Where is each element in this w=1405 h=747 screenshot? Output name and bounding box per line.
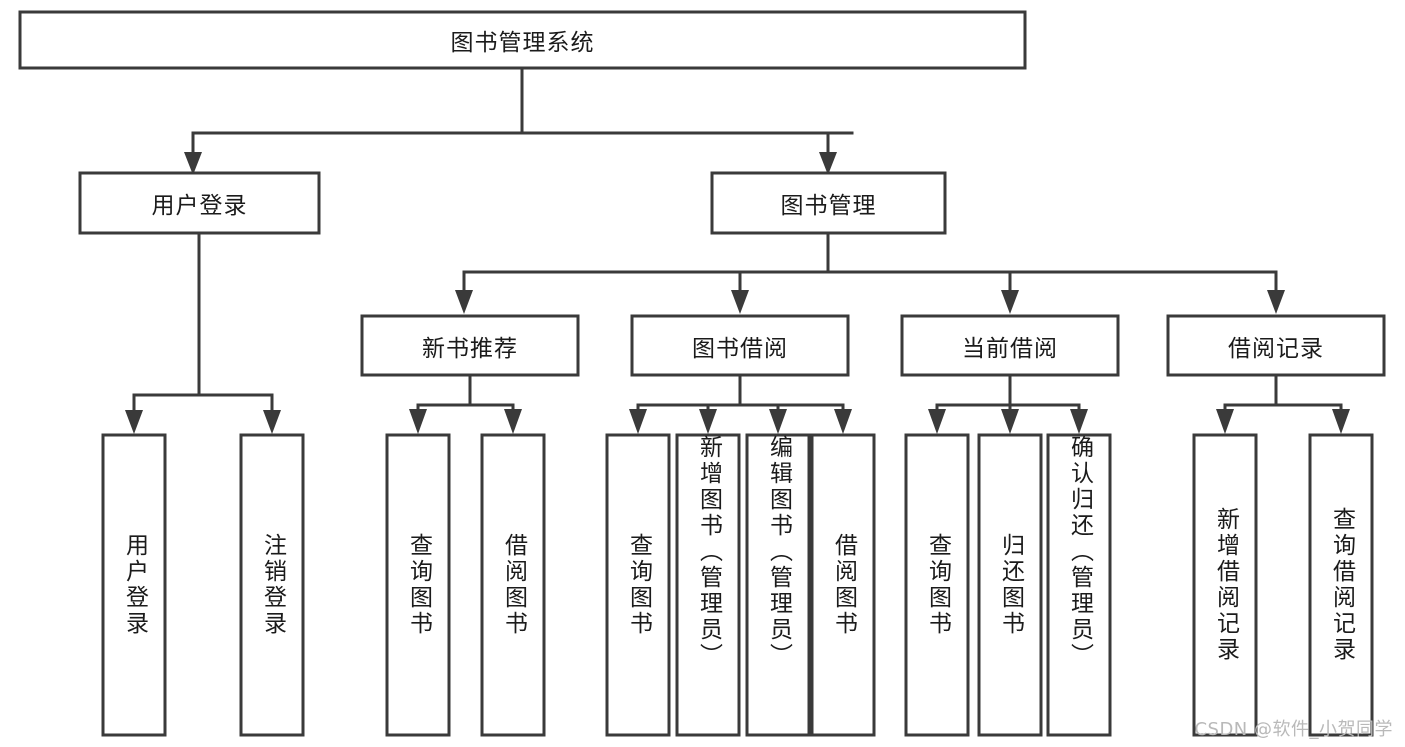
node-box-leaf-user-login[interactable] (101, 433, 167, 737)
node-box-leaf-confirm-return[interactable] (1046, 433, 1112, 737)
node-box-leaf-edit-book[interactable] (745, 433, 811, 737)
connector-userlogin-to-leaves (125, 231, 281, 434)
node-box-leaf-query-book-c[interactable] (904, 433, 970, 737)
node-box-current-borrow[interactable] (900, 314, 1120, 377)
node-box-leaf-borrow-book-b[interactable] (810, 433, 876, 737)
node-box-leaf-query-book-a[interactable] (385, 433, 451, 737)
node-box-leaf-add-record[interactable] (1192, 433, 1258, 737)
node-box-user-login[interactable] (78, 171, 321, 235)
connector-currentborrow-to-leaves (928, 373, 1088, 434)
connector-bookmgmt-to-level2 (455, 231, 1285, 314)
node-box-leaf-query-book-b[interactable] (605, 433, 671, 737)
node-box-borrow-record[interactable] (1166, 314, 1386, 377)
node-box-book-management[interactable] (710, 171, 947, 235)
connector-borrowrecord-to-leaves (1216, 373, 1350, 434)
node-box-leaf-return-book[interactable] (977, 433, 1043, 737)
node-box-leaf-logout[interactable] (239, 433, 305, 737)
connector-newbook-to-leaves (409, 373, 522, 434)
node-box-root[interactable] (18, 10, 1027, 70)
connector-root-to-level1 (184, 66, 854, 175)
node-box-leaf-borrow-book-a[interactable] (480, 433, 546, 737)
node-box-leaf-add-book[interactable] (675, 433, 741, 737)
node-box-new-book[interactable] (360, 314, 580, 377)
node-box-leaf-query-record[interactable] (1308, 433, 1374, 737)
node-box-book-borrow[interactable] (630, 314, 850, 377)
connector-bookborrow-to-leaves (629, 373, 852, 434)
